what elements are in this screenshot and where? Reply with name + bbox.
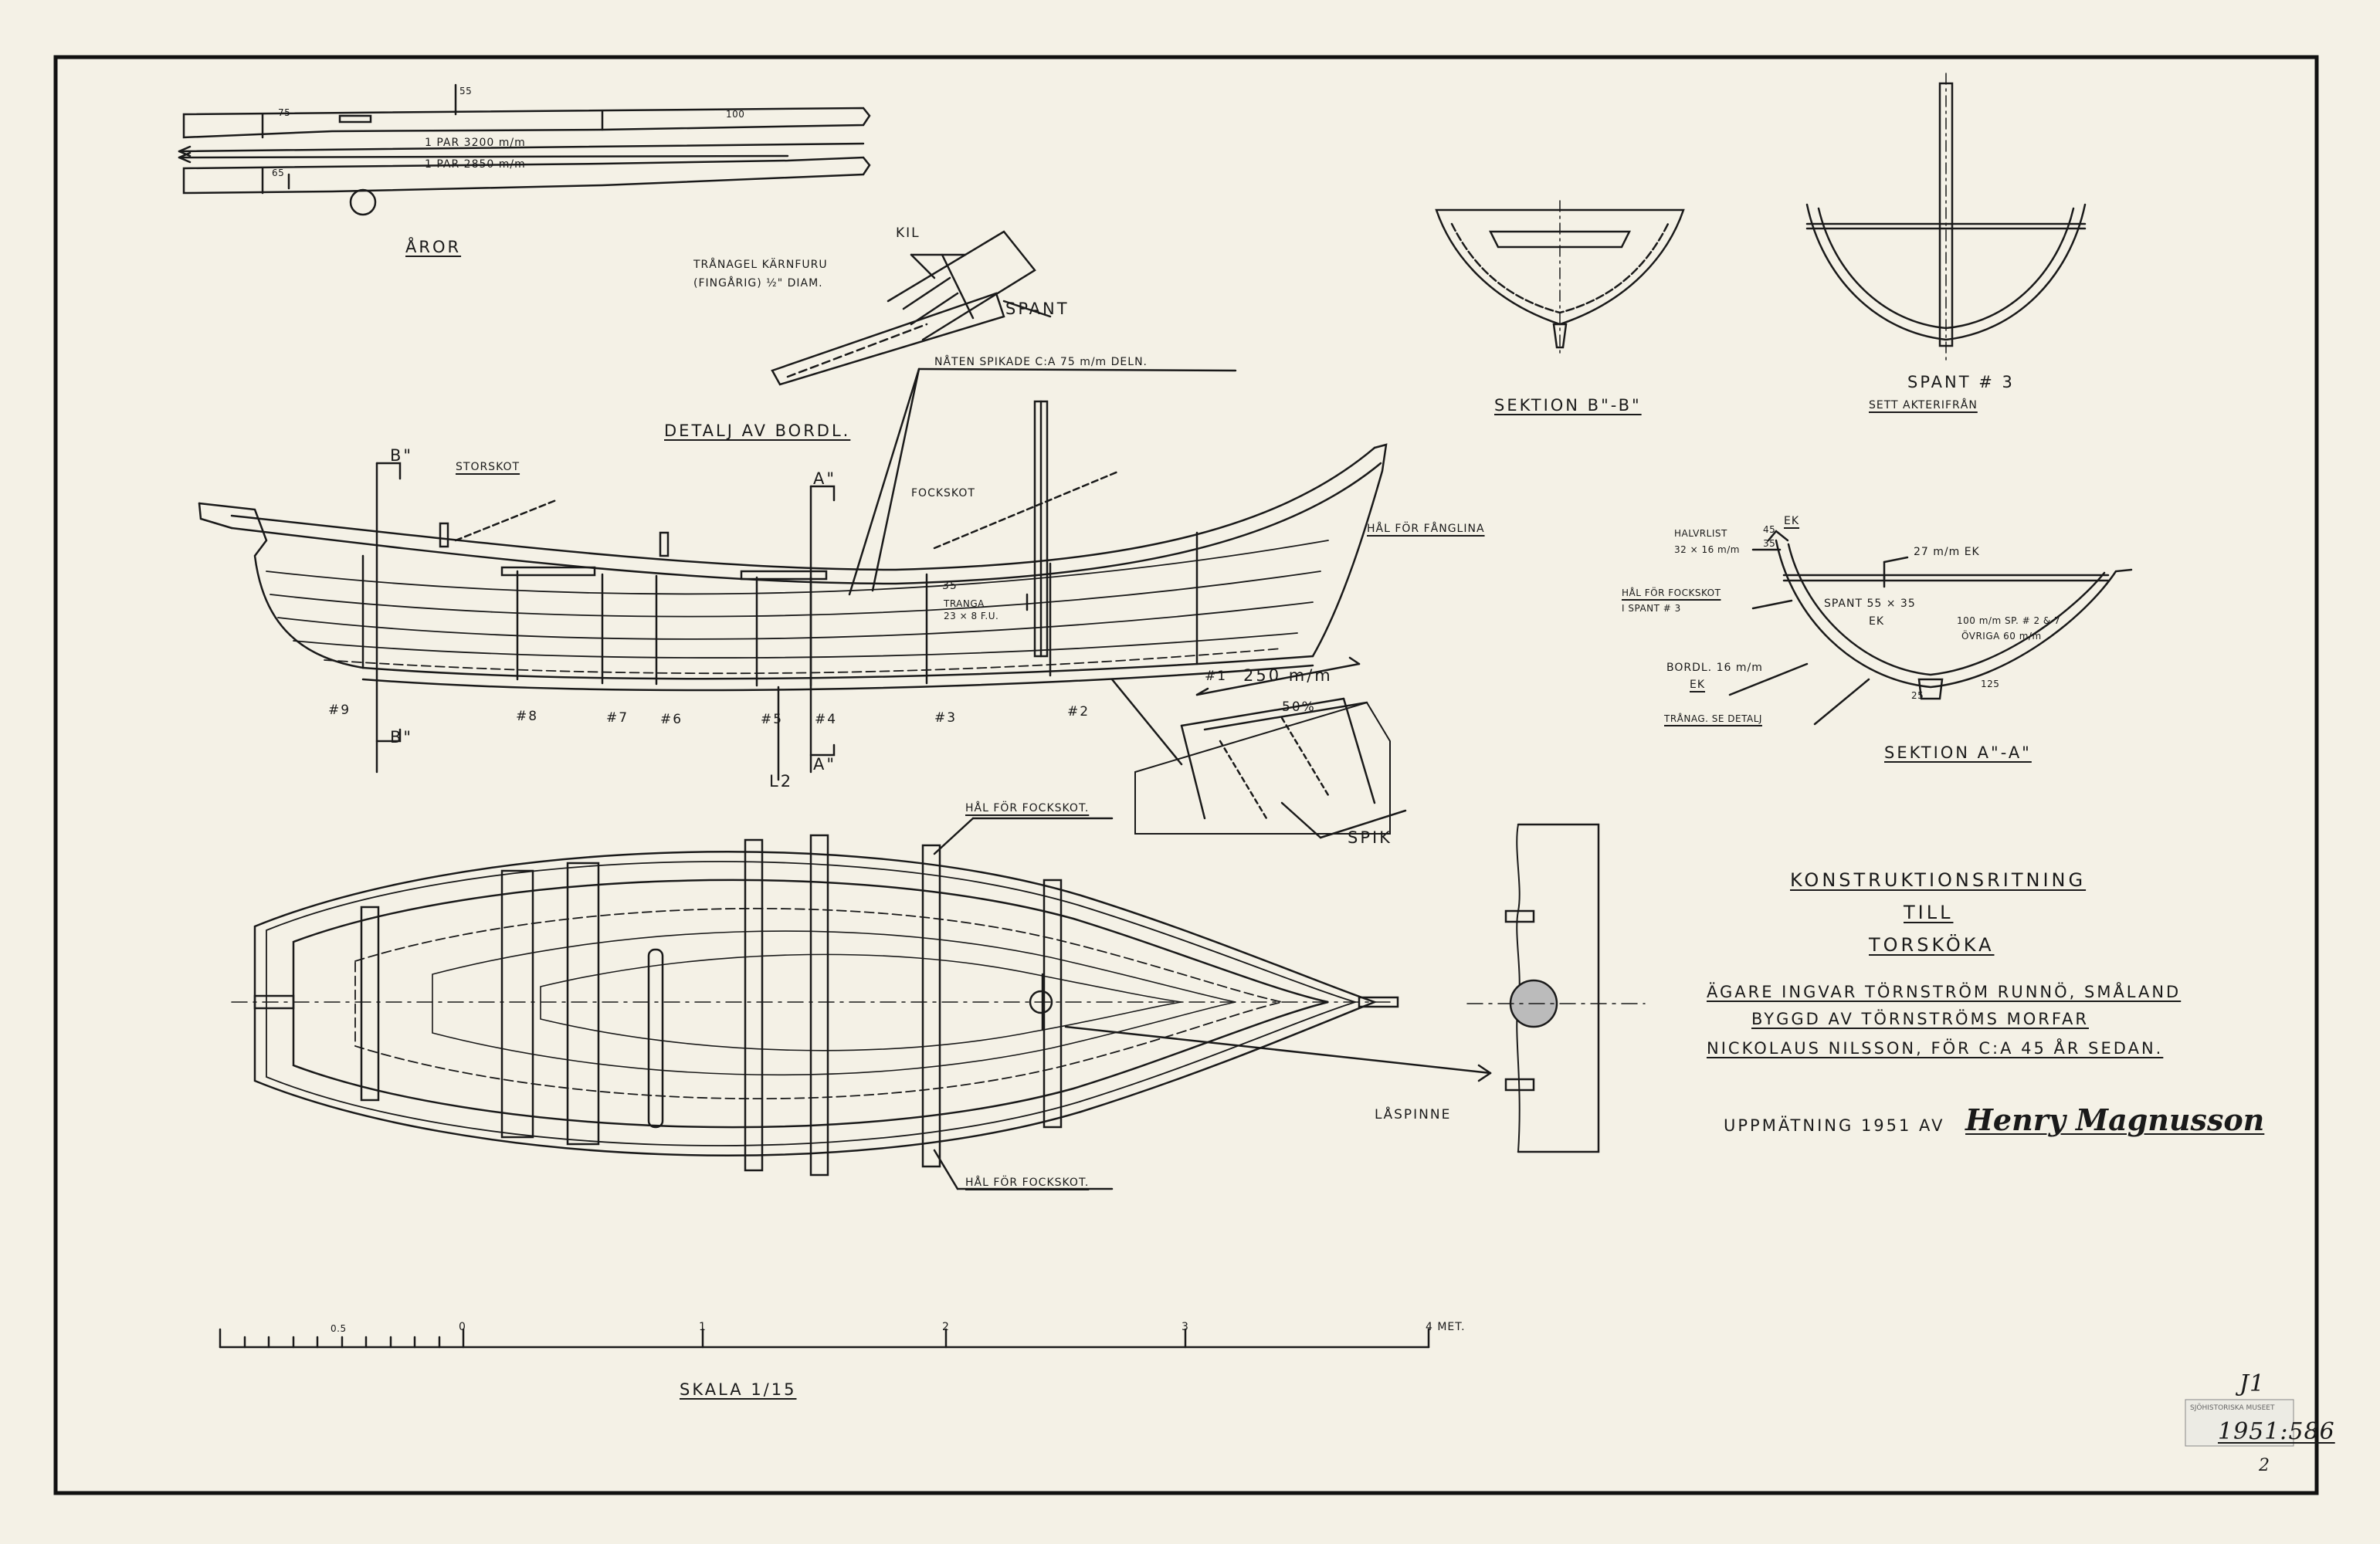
- hal-fanglina-label: HÅL FÖR FÅNGLINA: [1367, 523, 1485, 535]
- archive-j1: J1: [2239, 1370, 2266, 1397]
- naten-leaders: [848, 367, 1237, 596]
- hal-fockskot-top-label: HÅL FÖR FOCKSKOT.: [965, 802, 1090, 814]
- ek27-label: 27 m/m EK: [1914, 546, 1980, 558]
- frame3-title: SPANT # 3: [1907, 373, 2015, 391]
- title-line-1: KONSTRUKTIONSRITNING: [1790, 869, 2087, 891]
- fockskot-label: FOCKSKOT: [911, 487, 975, 499]
- title-line-3: TORSKÖKA: [1869, 934, 1995, 956]
- percent-note-1: 100 m/m SP. # 2 & 7: [1957, 615, 2061, 626]
- scale-tick-0: 0: [459, 1321, 466, 1333]
- halvrlist-label: HALVRLIST: [1674, 528, 1727, 539]
- scarf-detail-drawing: [1110, 656, 1407, 839]
- spant-dim-label: SPANT 55 × 35: [1824, 598, 1916, 610]
- dim-25-label: 25: [1911, 690, 1924, 701]
- section-bb-drawing: [1435, 200, 1685, 356]
- oar-dim-55: 55: [459, 86, 473, 96]
- detail-fingarig-label: (FINGÅRIG) ½" DIAM.: [693, 277, 823, 290]
- oars-title: ÅROR: [405, 238, 462, 256]
- oar-dim-75: 75: [278, 107, 291, 118]
- title-line-5: BYGGD AV TÖRNSTRÖMS MORFAR: [1751, 1010, 2089, 1028]
- section-aa-title: SEKTION A"-A": [1884, 743, 2032, 762]
- hull-plan-drawing: [231, 817, 1492, 1190]
- bordl-label: BORDL. 16 m/m: [1666, 662, 1763, 674]
- percent-note-2: ÖVRIGA 60 m/m: [1961, 631, 2042, 642]
- dim-125-label: 125: [1981, 679, 2000, 689]
- detail-tranagel-label: TRÅNAGEL KÄRNFURU: [693, 259, 828, 271]
- station-6: #6: [660, 712, 683, 727]
- title-line-4: ÄGARE INGVAR TÖRNSTRÖM RUNNÖ, SMÅLAND: [1707, 983, 2182, 1001]
- section-mark-a-bottom: A": [813, 755, 837, 774]
- section-mark-b-top: B": [390, 446, 414, 465]
- laspinne-label: LÅSPINNE: [1375, 1107, 1452, 1122]
- scarf-length-label: 250 m/m: [1243, 666, 1333, 685]
- oar-pair2-dimension: 1 PAR 2850 m/m: [425, 158, 526, 171]
- archive-number: 1951:586: [2218, 1418, 2335, 1445]
- tranag-label: TRÅNAG. SE DETALJ: [1664, 713, 1762, 724]
- spik-label: SPIK: [1348, 828, 1392, 847]
- section-mark-a-top: A": [813, 469, 837, 488]
- station-1: #1: [1205, 669, 1228, 684]
- survey-label: UPPMÄTNING 1951 AV: [1724, 1116, 1945, 1135]
- hal-fockskot-section-label: HÅL FÖR FOCKSKOT: [1622, 587, 1721, 598]
- station-7: #7: [606, 710, 629, 726]
- frame3-drawing: [1805, 73, 2087, 364]
- scale-tick-4: 4 MET.: [1426, 1321, 1466, 1333]
- archive-sheet-number: 2: [2259, 1456, 2270, 1475]
- detail-naten-label: NÅTEN SPIKADE C:A 75 m/m DELN.: [934, 356, 1148, 368]
- drawing-border: [53, 55, 2319, 1495]
- station-4: #4: [815, 712, 838, 727]
- dim-35-section-label: 35: [1763, 538, 1776, 549]
- tranga-label: TRANGA: [944, 598, 985, 609]
- station-9: #9: [328, 703, 351, 718]
- storskot-label: STORSKOT: [456, 461, 520, 473]
- title-line-6: NICKOLAUS NILSSON, FÖR C:A 45 ÅR SEDAN.: [1707, 1039, 2164, 1058]
- frame3-subtitle: SETT AKTERIFRÅN: [1869, 399, 1978, 411]
- scale-tick-1: 1: [699, 1321, 707, 1333]
- plank-detail-drawing: [771, 230, 1052, 386]
- oar-dim-65: 65: [272, 168, 285, 178]
- scale-tick-2: 2: [942, 1321, 950, 1333]
- archive-stamp-text: SJÖHISTORISKA MUSEET: [2190, 1404, 2275, 1412]
- halvrlist-dim-label: 32 × 16 m/m: [1674, 544, 1740, 555]
- scale-label: SKALA 1/15: [680, 1380, 797, 1399]
- ek-label-1: EK: [1784, 515, 1800, 527]
- station-8: #8: [516, 709, 539, 724]
- detail-title: DETALJ AV BORDL.: [664, 422, 851, 440]
- title-line-2: TILL: [1904, 902, 1954, 923]
- scale-tick-05: 0.5: [331, 1323, 347, 1334]
- oar-pair1-dimension: 1 PAR 3200 m/m: [425, 137, 526, 149]
- l2-label: L2: [769, 772, 794, 791]
- section-bb-title: SEKTION B"-B": [1494, 396, 1642, 415]
- hull-profile-drawing: [198, 400, 1388, 781]
- detail-spant-label: SPANT: [1005, 300, 1070, 318]
- dim-45-label: 45: [1763, 524, 1776, 535]
- surveyor-signature: Henry Magnusson: [1965, 1102, 2265, 1137]
- section-mark-b-bottom: B": [390, 728, 414, 747]
- dim-35-label: 35: [942, 580, 958, 592]
- section-aa-drawing: [1767, 530, 2133, 700]
- tranga-dim-label: 23 × 8 F.U.: [944, 611, 999, 621]
- station-2: #2: [1067, 704, 1090, 720]
- station-3: #3: [934, 710, 958, 726]
- oar-dim-100: 100: [726, 109, 745, 120]
- station-5: #5: [761, 712, 784, 727]
- i-spant-label: I SPANT # 3: [1622, 603, 1681, 614]
- section-aa-leaders: [1728, 548, 1870, 726]
- oars-drawing: [178, 83, 871, 216]
- ek-label-2: EK: [1869, 615, 1885, 628]
- laspinne-detail-drawing: [1466, 823, 1646, 1153]
- ek-label-3: EK: [1690, 679, 1706, 691]
- hal-fockskot-bottom-label: HÅL FÖR FOCKSKOT.: [965, 1177, 1090, 1189]
- scale-tick-3: 3: [1182, 1321, 1189, 1333]
- detail-kil-label: KIL: [896, 225, 920, 241]
- scarf-percent-label: 50%: [1282, 699, 1316, 715]
- scale-bar: [219, 1328, 1430, 1349]
